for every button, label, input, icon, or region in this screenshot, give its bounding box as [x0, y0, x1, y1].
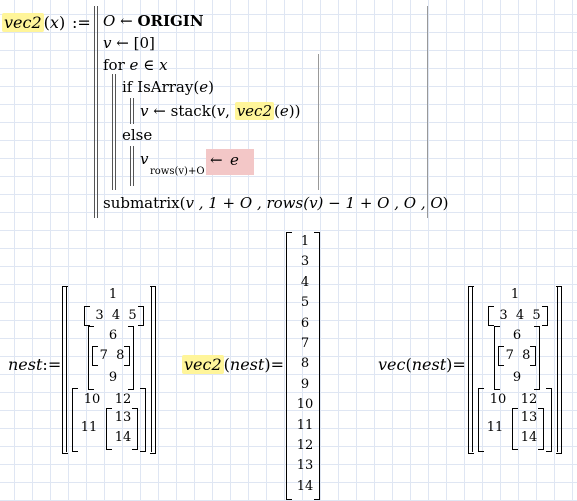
col-13-14-bracket-left: [106, 408, 112, 450]
program-bar-else: [130, 146, 131, 186]
vec2-result-element: 14: [296, 478, 314, 494]
recursive-call-vec2[interactable]: vec2: [234, 102, 274, 120]
vec-element-1: 1: [510, 287, 520, 302]
nest-row-78: 7 8: [99, 348, 125, 363]
nest-element-9: 9: [108, 370, 118, 385]
program-line-init-v[interactable]: v ← [0]: [103, 34, 155, 52]
col-13-14-bracket-right: [132, 408, 138, 450]
vec2-result-element: 4: [300, 274, 310, 290]
vec-row-78-bracket-left: [498, 346, 504, 366]
vec-element-6: 6: [512, 328, 522, 343]
program-line-submatrix[interactable]: submatrix(v , 1 + O , rows(v) − 1 + O , …: [103, 194, 449, 212]
nest-element-10: 10: [83, 392, 101, 407]
program-line-if[interactable]: if IsArray(e): [122, 78, 214, 96]
program-line-assign-element[interactable]: v: [140, 150, 149, 168]
nest-lhs[interactable]: nest:=: [8, 355, 62, 374]
vec2-result-element: 10: [296, 397, 314, 413]
nest-row-345: 3 4 5: [95, 308, 137, 323]
vec-result-bracket-left-inner: [472, 286, 478, 452]
nest-outer-bracket-left: [62, 286, 68, 454]
program-line-for[interactable]: for e ∈ x: [103, 56, 168, 74]
for-region-right-edge: [318, 54, 319, 190]
row-78-bracket-right: [124, 346, 130, 366]
vec-row-345: 3 4 5: [499, 308, 541, 323]
vec-col-bracket-right: [538, 408, 544, 450]
vec-row-bracket-right: [542, 306, 548, 326]
vec2-eval-lhs[interactable]: vec2(nest)=: [182, 355, 284, 374]
vec-block-bracket-left: [478, 388, 484, 452]
result-bracket-right: [314, 232, 320, 500]
vec-row-78: 7 8: [505, 348, 531, 363]
vec2-result-element: 3: [300, 254, 310, 270]
program-bar-outer: [94, 6, 95, 218]
vec2-result-element: 7: [300, 336, 310, 351]
definition-assign-operator: :=: [72, 13, 91, 32]
block-bracket-left: [72, 388, 78, 452]
program-bar-if: [130, 98, 131, 124]
program-bar-for-2: [115, 74, 116, 190]
row-vector-bracket-right: [138, 306, 144, 326]
program-line-else[interactable]: else: [122, 126, 153, 144]
vec-result-bracket-left: [468, 286, 474, 454]
vec-nested-bracket-right: [534, 326, 540, 390]
row-vector-bracket-left: [84, 306, 90, 326]
vec-element-14: 14: [520, 430, 538, 445]
vec2-result-element: 5: [300, 295, 310, 311]
vec2-result-element: 12: [296, 438, 314, 453]
definition-lhs[interactable]: vec2(x): [2, 13, 66, 32]
program-line-origin[interactable]: O ← ORIGIN: [103, 12, 204, 30]
vec-element-13: 13: [520, 410, 538, 425]
vec2-result-element: 9: [300, 376, 310, 392]
subscript-rows-v-plus-o: rows(v)+O: [150, 166, 205, 177]
row-78-bracket-left: [92, 346, 98, 366]
nest-element-6: 6: [108, 328, 118, 343]
nest-element-1: 1: [108, 287, 118, 302]
vec-element-10: 10: [489, 392, 507, 407]
vec-row-bracket-left: [488, 306, 494, 326]
nest-outer-bracket-right: [150, 286, 156, 454]
program-bar-else-2: [133, 146, 134, 186]
function-name-vec2[interactable]: vec2: [2, 13, 44, 32]
vec2-result-element: 6: [300, 315, 310, 331]
nest-element-12: 12: [114, 392, 132, 407]
nest-outer-bracket-left-inner: [66, 286, 72, 452]
vec2-result-element: 13: [296, 458, 314, 474]
vec-nested-bracket-left: [494, 326, 500, 390]
block-bracket-right: [140, 388, 146, 452]
vec-row-78-bracket-right: [530, 346, 536, 366]
program-line-stack[interactable]: v ← stack(v, vec2(e)): [140, 102, 301, 120]
nest-outer-bracket-right-inner: [146, 286, 152, 452]
nest-element-11: 11: [80, 420, 98, 435]
program-bar-outer-2: [97, 6, 98, 218]
nested-bracket-right: [128, 326, 134, 390]
program-region-right-edge: [427, 6, 428, 218]
program-bar-for: [112, 74, 113, 190]
vec-eval-lhs[interactable]: vec(nest)=: [378, 355, 466, 374]
vec-col-bracket-left: [512, 408, 518, 450]
vec2-result-element: 11: [296, 417, 314, 433]
nest-element-14: 14: [114, 430, 132, 445]
vec2-result-element: 1: [300, 234, 310, 249]
vec-result-bracket-right: [556, 286, 562, 454]
result-bracket-left: [286, 232, 292, 500]
vec-block-bracket-right: [546, 388, 552, 452]
nested-bracket-left: [88, 326, 94, 390]
vec-element-9: 9: [512, 370, 522, 385]
nest-element-13: 13: [114, 410, 132, 425]
vec-result-bracket-right-inner: [552, 286, 558, 452]
vec2-result-element: 8: [300, 356, 310, 372]
error-highlight-assign[interactable]: ← e: [206, 149, 254, 175]
program-bar-if-2: [133, 98, 134, 124]
eval-function-vec2[interactable]: vec2: [182, 355, 224, 374]
vec-element-12: 12: [520, 392, 538, 407]
vec-element-11: 11: [486, 420, 504, 435]
